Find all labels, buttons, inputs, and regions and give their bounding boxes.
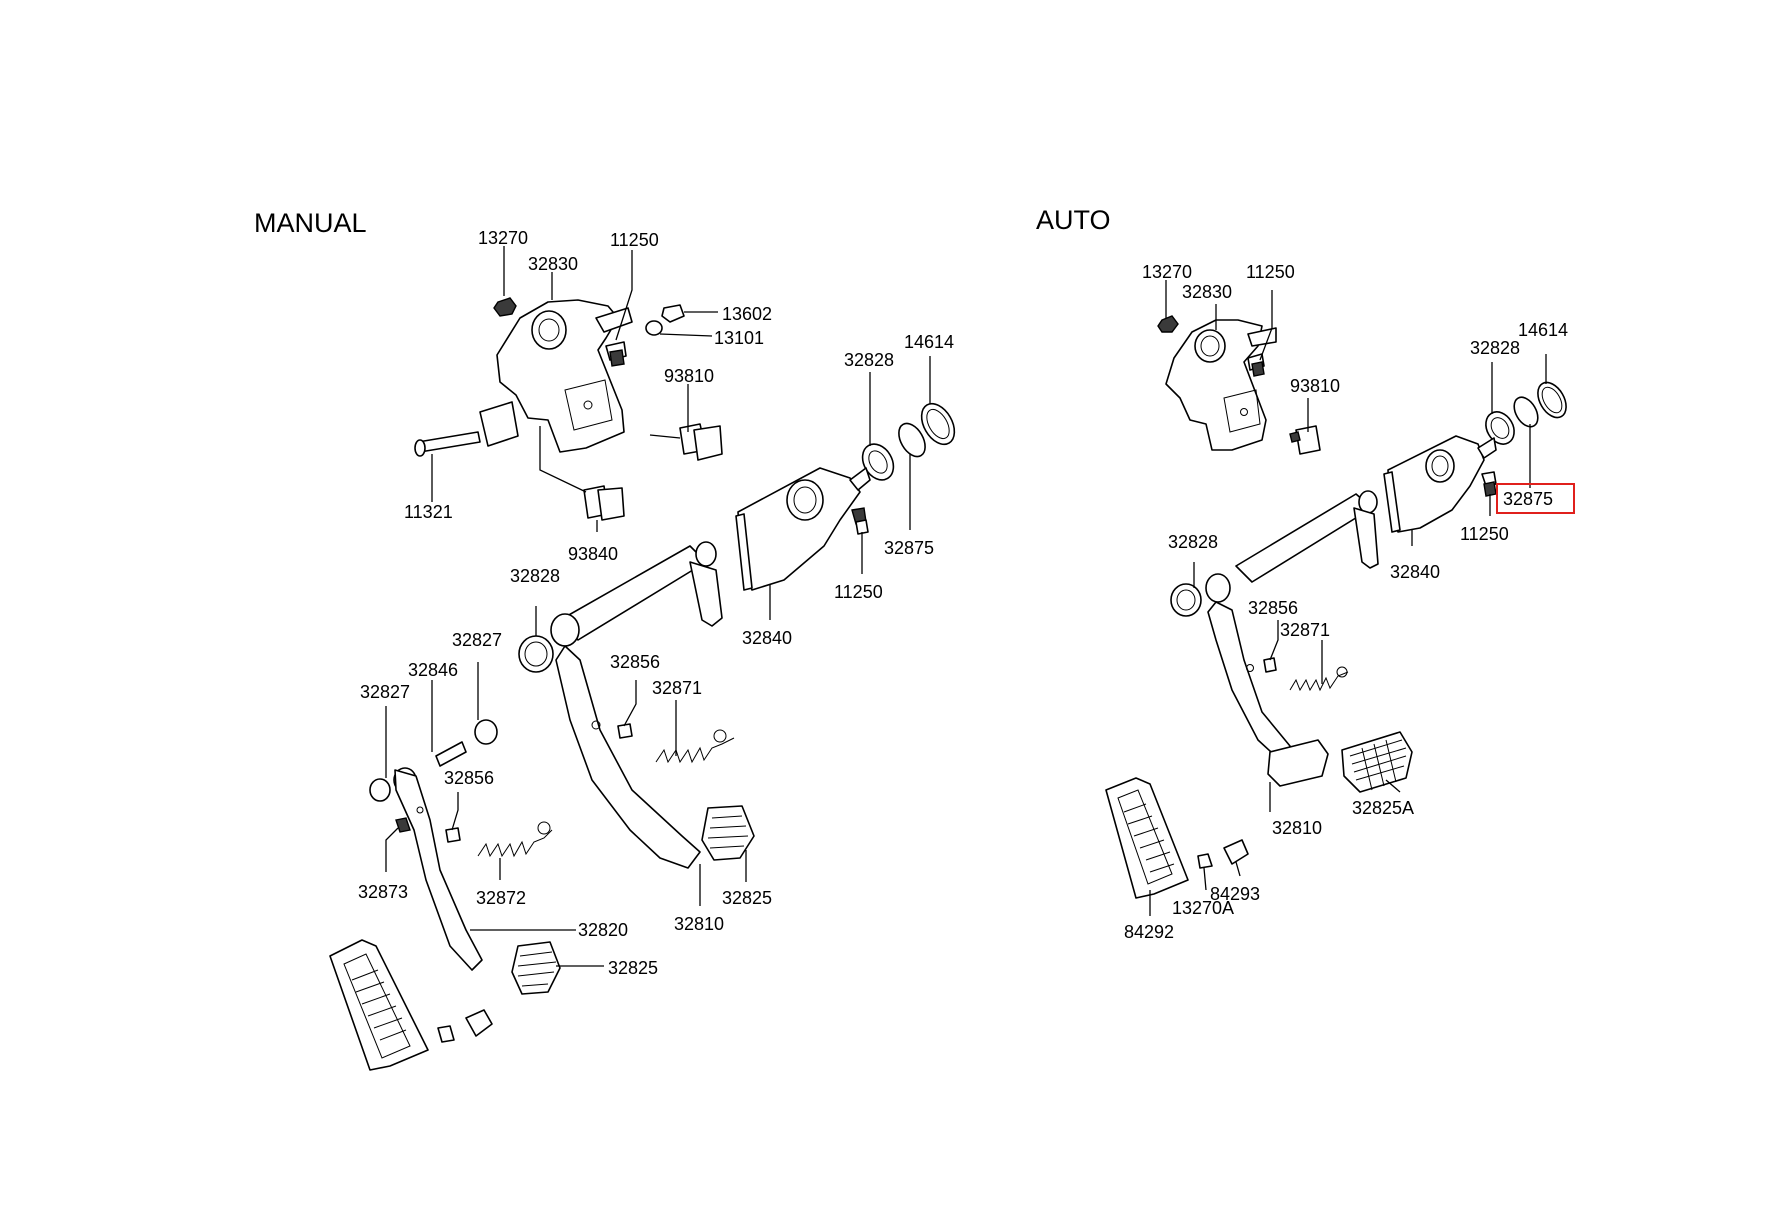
manual-pedal-arm-32820 — [393, 767, 483, 971]
manual-section-title: MANUAL — [254, 208, 367, 238]
auto-label-32875: 32875 — [1503, 489, 1553, 509]
manual-label-32827-a: 32827 — [360, 682, 410, 702]
auto-label-32856: 32856 — [1248, 598, 1298, 618]
manual-label-11321: 11321 — [404, 502, 453, 522]
manual-washer-13101 — [645, 320, 663, 336]
manual-ring-32875 — [898, 422, 926, 458]
manual-assembly — [329, 246, 956, 1071]
auto-nut-32856 — [1263, 657, 1277, 673]
manual-label-32871: 32871 — [652, 678, 702, 698]
manual-bolt-11250-low — [851, 507, 869, 535]
manual-label-32856-b: 32856 — [444, 768, 494, 788]
auto-pad-32825A — [1341, 731, 1413, 793]
manual-pin-32846 — [435, 741, 467, 767]
auto-bolt-11250-low — [1481, 471, 1497, 497]
auto-accelerator-84292 — [1105, 777, 1189, 899]
auto-label-32810: 32810 — [1272, 818, 1322, 838]
manual-pedal-arm-32810 — [550, 613, 701, 869]
auto-label-32830: 32830 — [1182, 282, 1232, 302]
manual-switch-93810 — [649, 423, 723, 461]
manual-nut-13270 — [493, 297, 517, 317]
auto-wide-pad — [1267, 739, 1329, 787]
auto-label-32828-mid: 32828 — [1168, 532, 1218, 552]
auto-highlight-box-32875 — [1496, 483, 1575, 514]
manual-label-32846: 32846 — [408, 660, 458, 680]
manual-label-32856-a: 32856 — [610, 652, 660, 672]
manual-label-93810: 93810 — [664, 366, 714, 386]
manual-bushing-32828-mid — [518, 635, 554, 673]
manual-nut-32856-b — [445, 827, 461, 843]
auto-label-32840: 32840 — [1390, 562, 1440, 582]
auto-bracket-32830 — [1165, 319, 1277, 451]
manual-nut-32873 — [395, 817, 411, 833]
manual-label-32825-b: 32825 — [608, 958, 658, 978]
manual-label-32828-top: 32828 — [844, 350, 894, 370]
auto-label-93810: 93810 — [1290, 376, 1340, 396]
auto-pedal-arm-32810 — [1205, 573, 1291, 763]
auto-bracket-32840 — [1383, 435, 1497, 533]
auto-ring-32875 — [1513, 396, 1539, 428]
auto-nut-13270A — [1197, 853, 1213, 869]
auto-assembly — [1105, 280, 1567, 916]
manual-bushing-32827-b — [474, 719, 498, 745]
manual-pad-32825-b — [511, 941, 561, 995]
manual-label-32820: 32820 — [578, 920, 628, 940]
manual-bolt-11321 — [417, 431, 481, 453]
auto-stopper-84293 — [1223, 839, 1249, 865]
auto-bolt-11250-top — [1247, 353, 1265, 377]
auto-label-11250-top: 11250 — [1246, 262, 1295, 282]
manual-label-32875: 32875 — [884, 538, 934, 558]
manual-labels: 13270 32830 11250 13602 13101 93810 3282… — [358, 228, 954, 978]
manual-switch-93840 — [539, 426, 625, 521]
auto-bushing-32828-mid — [1170, 583, 1202, 617]
auto-nut-13270 — [1157, 315, 1179, 333]
manual-nut-32856-a — [617, 723, 633, 739]
manual-stopper-accel — [465, 1009, 493, 1037]
manual-label-93840: 93840 — [568, 544, 618, 564]
auto-spring-32871 — [1289, 666, 1349, 692]
auto-label-32825A: 32825A — [1352, 798, 1414, 818]
manual-bolt-11250-top — [605, 341, 627, 367]
manual-label-11250-top: 11250 — [610, 230, 659, 250]
manual-label-32840: 32840 — [742, 628, 792, 648]
manual-spring-32872 — [477, 821, 553, 858]
manual-label-13101: 13101 — [714, 328, 764, 348]
auto-label-32871: 32871 — [1280, 620, 1330, 640]
manual-label-32825-a: 32825 — [722, 888, 772, 908]
manual-label-32873: 32873 — [358, 882, 408, 902]
auto-label-32828-top: 32828 — [1470, 338, 1520, 358]
auto-label-14614: 14614 — [1518, 320, 1568, 340]
manual-label-32810: 32810 — [674, 914, 724, 934]
auto-label-13270: 13270 — [1142, 262, 1192, 282]
manual-block — [479, 401, 519, 447]
manual-label-32827-b: 32827 — [452, 630, 502, 650]
manual-label-32830: 32830 — [528, 254, 578, 274]
manual-spring-32871 — [655, 729, 735, 764]
auto-label-11250-low: 11250 — [1460, 524, 1509, 544]
manual-ring-14614 — [920, 402, 956, 446]
manual-nut-accel — [437, 1025, 455, 1043]
manual-label-13270: 13270 — [478, 228, 528, 248]
manual-shaft — [559, 541, 723, 641]
auto-labels: 13270 32830 11250 14614 32828 93810 3287… — [1124, 262, 1575, 942]
auto-ring-14614 — [1537, 381, 1567, 419]
auto-switch-93810 — [1289, 425, 1321, 455]
manual-label-14614: 14614 — [904, 332, 954, 352]
manual-bracket-32830 — [496, 299, 633, 453]
auto-label-13270A: 13270A — [1172, 898, 1234, 918]
manual-label-11250-low: 11250 — [834, 582, 883, 602]
manual-label-13602: 13602 — [722, 304, 772, 324]
auto-shaft — [1235, 490, 1379, 583]
manual-label-32828-mid: 32828 — [510, 566, 560, 586]
auto-label-84292: 84292 — [1124, 922, 1174, 942]
manual-label-32872: 32872 — [476, 888, 526, 908]
manual-nut-13602 — [661, 304, 685, 323]
manual-accelerator-pedal — [329, 939, 429, 1071]
auto-section-title: AUTO — [1036, 205, 1111, 235]
manual-bracket-32840 — [735, 467, 871, 591]
auto-label-84293: 84293 — [1210, 884, 1260, 904]
manual-bushing-32827-a — [369, 778, 391, 802]
manual-pad-32825 — [701, 805, 755, 861]
